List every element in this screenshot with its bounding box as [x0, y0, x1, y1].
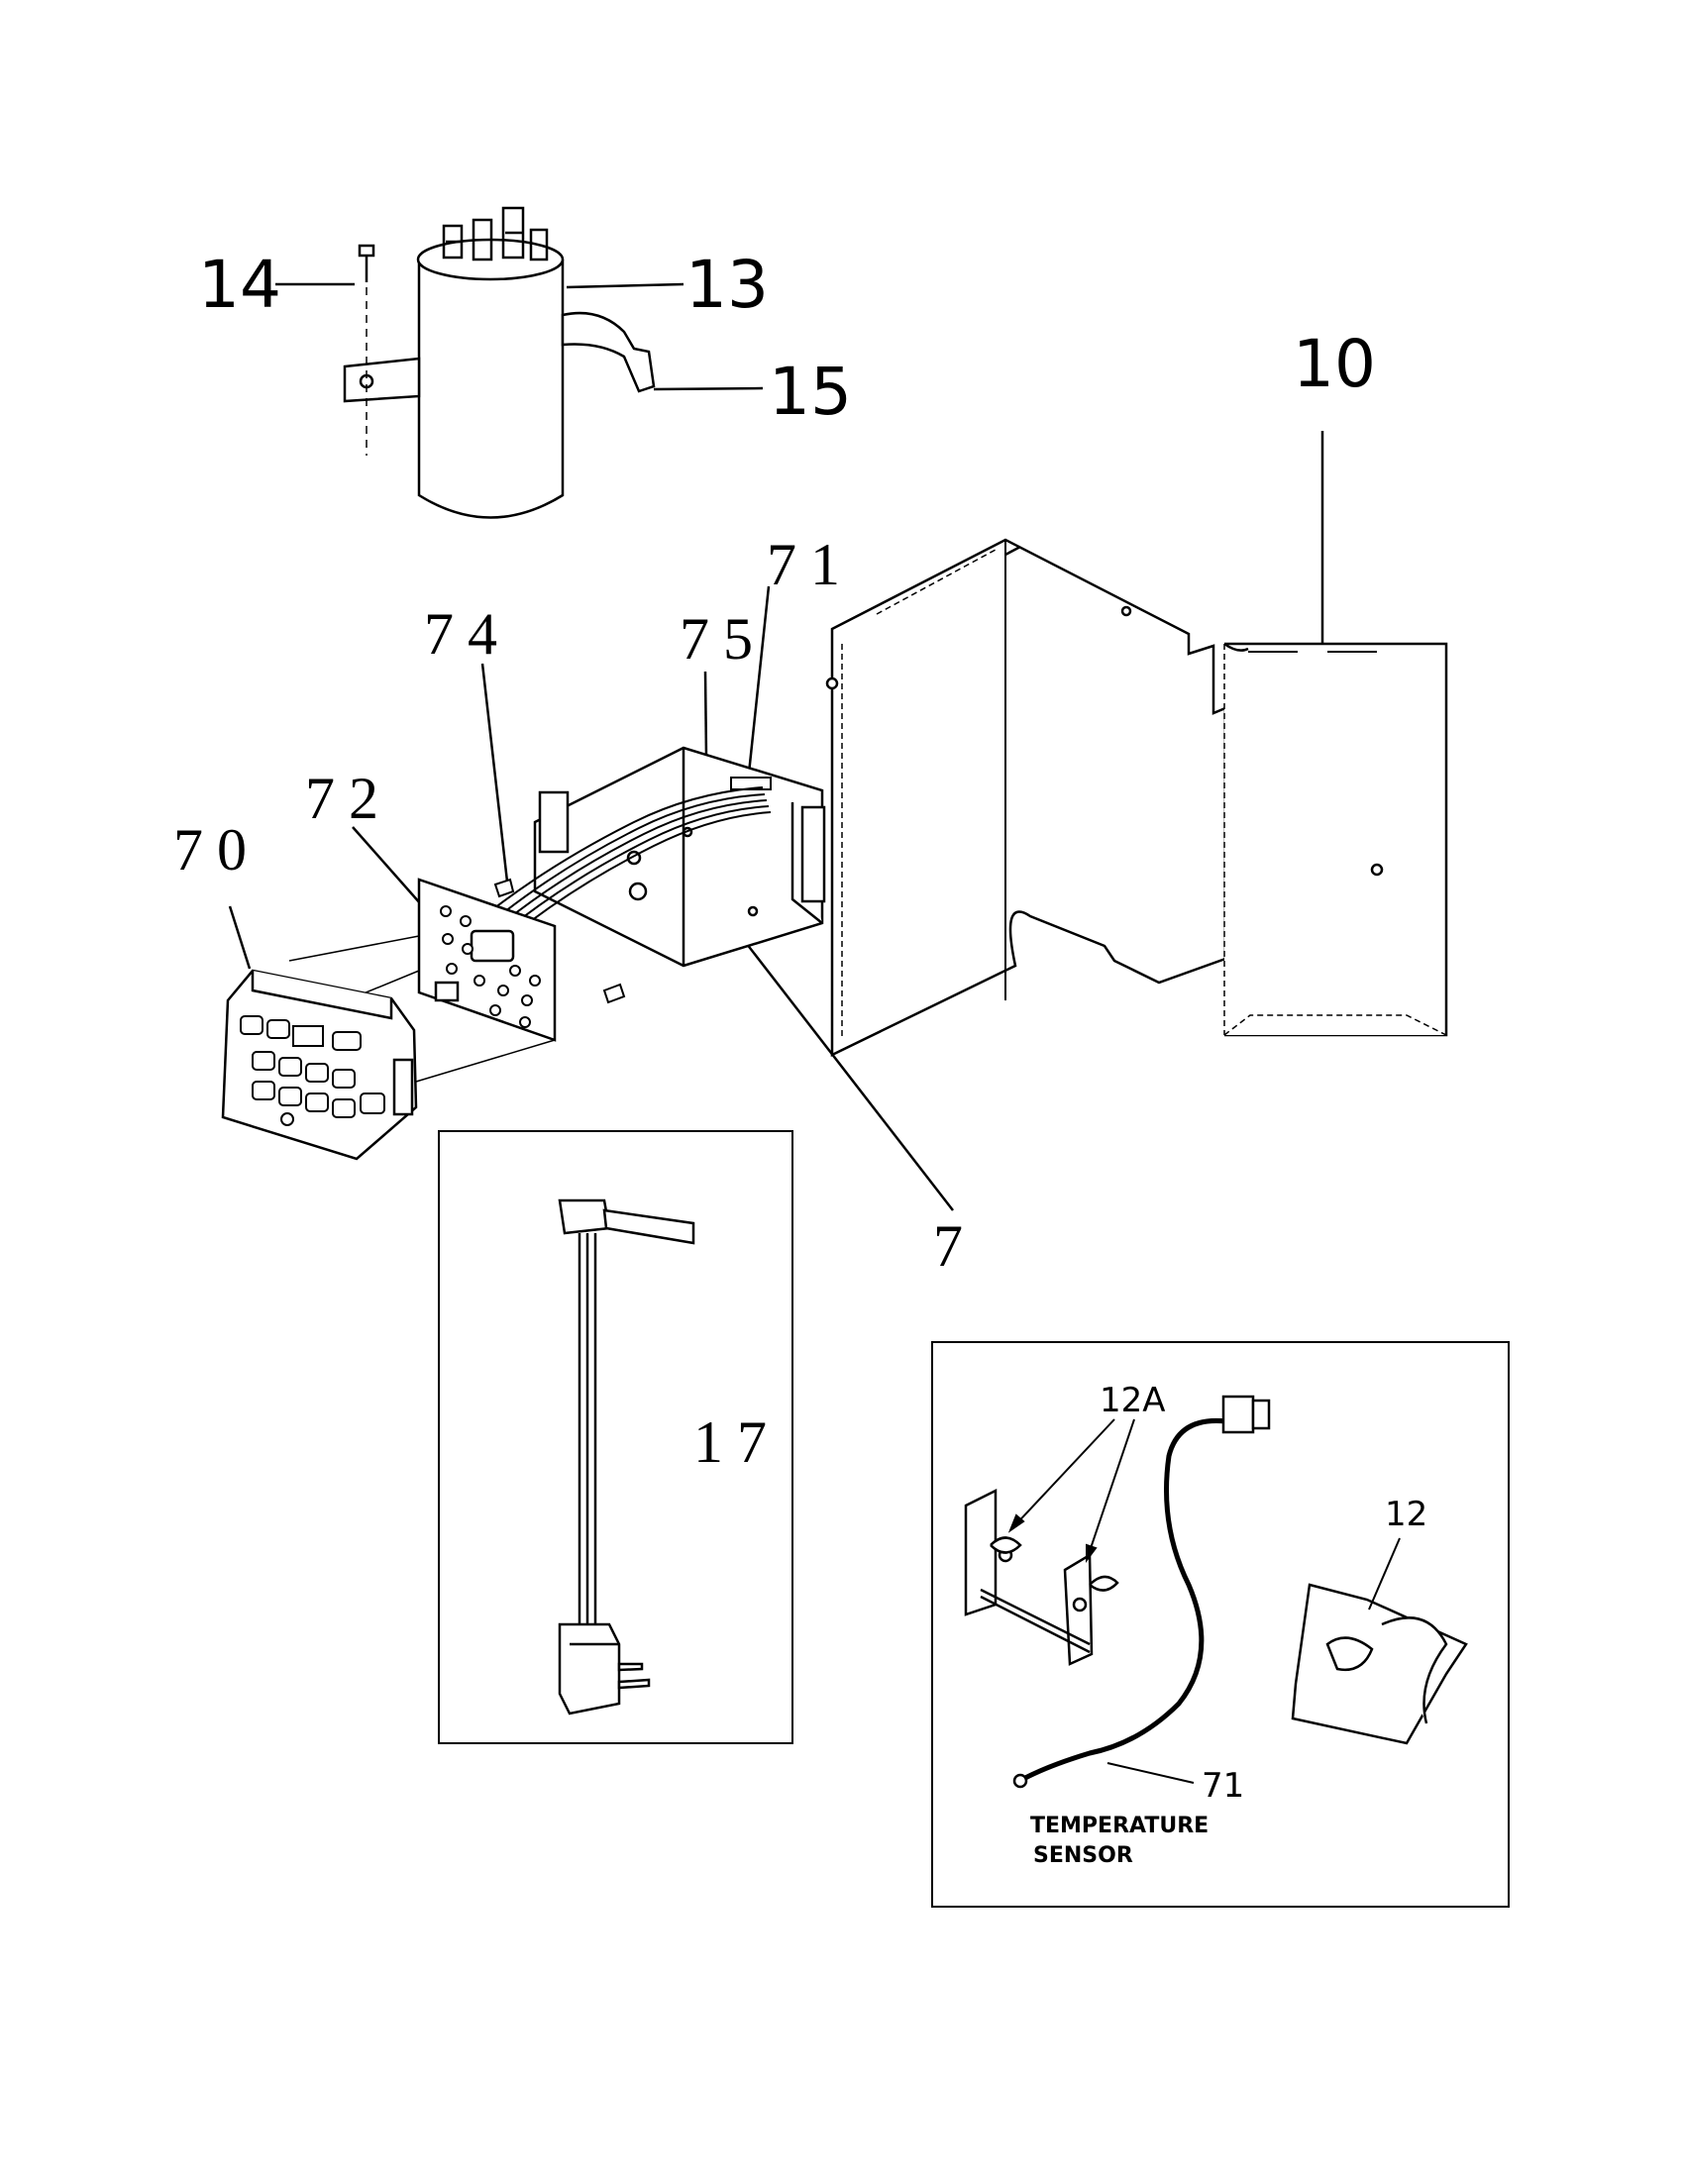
inset-box-17 [438, 1130, 793, 1744]
callout-71-inset: 71 [1202, 1766, 1244, 1806]
power-cord-17 [558, 1198, 695, 1716]
capacitor-strap-15 [561, 311, 656, 393]
callout-12A: 12A [1100, 1381, 1166, 1420]
pcb-72 [417, 878, 557, 1042]
inset-leaders [1007, 1418, 1401, 1784]
callout-71: 71 [767, 532, 854, 597]
sensor-holder-12 [1291, 1583, 1468, 1745]
sensor-bracket-12A [964, 1488, 1119, 1666]
control-panel-70 [221, 969, 418, 1161]
callout-13: 13 [685, 247, 769, 323]
callout-17: 17 [693, 1409, 781, 1475]
inset-box-sensor [931, 1341, 1510, 1908]
sensor-label-line1: TEMPERATURE [1030, 1814, 1209, 1838]
callout-10: 10 [1293, 326, 1376, 402]
callout-15: 15 [769, 354, 852, 430]
sensor-label-line2: SENSOR [1033, 1843, 1133, 1868]
callout-70: 70 [173, 817, 261, 883]
callout-12: 12 [1385, 1495, 1427, 1534]
callout-14: 14 [198, 247, 281, 323]
callout-7: 7 [933, 1213, 963, 1279]
control-box-7 [533, 746, 826, 968]
callout-74: 74 [424, 601, 511, 667]
capacitor-bracket [343, 357, 421, 403]
callout-75: 75 [680, 606, 767, 672]
sensor-wire-71 [1021, 1417, 1227, 1782]
sensor-connector [1012, 1395, 1271, 1789]
callout-72: 72 [305, 766, 392, 831]
screw-74 [493, 878, 626, 1004]
capacitor-13 [416, 206, 565, 519]
screw-14 [358, 244, 375, 456]
wire-harness [489, 777, 772, 938]
housing-10 [825, 538, 1448, 1057]
